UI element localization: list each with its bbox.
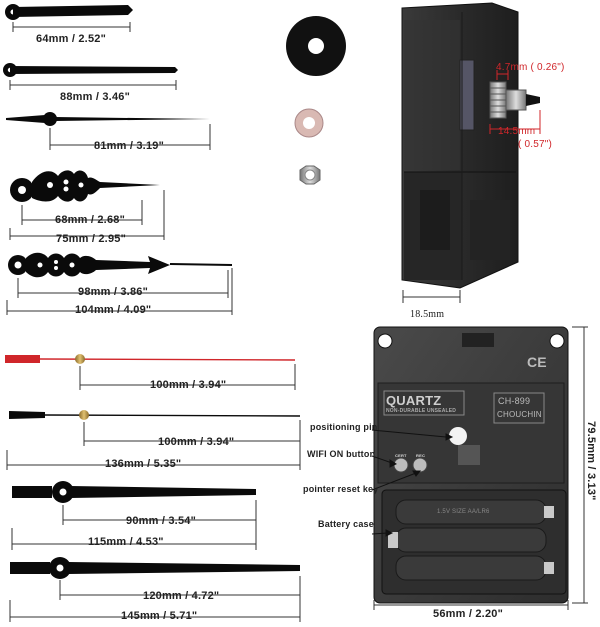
depth-dimension-line [402, 290, 461, 303]
front-width-dimension [373, 600, 569, 610]
side-dimension-lines [489, 70, 541, 134]
movement-side-view [401, 2, 540, 289]
front-width-label: 56mm / 2.20" [433, 608, 503, 620]
hand-8-measure-total: 115mm / 4.53" [88, 536, 164, 548]
front-callout-arrows [371, 429, 454, 537]
ornate-hand-5 [8, 252, 233, 278]
hand-5-measure: 98mm / 3.86" [78, 286, 148, 298]
callout-wifi-button: WIFI ON button [307, 449, 376, 459]
dimension-line-9 [9, 576, 301, 622]
brand-subtext: NON-DURABLE UNSEALED [386, 408, 457, 414]
dimension-line-6 [79, 364, 296, 390]
wifi-button-label: CERT [395, 453, 407, 458]
dimension-line-7 [6, 420, 301, 470]
hand-8-measure: 90mm / 3.54" [126, 515, 196, 527]
dimension-line-3 [49, 124, 211, 150]
battery-spec-text: 1.5V SIZE AA/LR6 [437, 509, 490, 515]
hand-7-measure: 100mm / 3.94" [158, 436, 235, 448]
maker-text: CHOUCHIN [497, 410, 542, 419]
rubber-washer [286, 16, 346, 76]
reset-button-label: REC [416, 453, 426, 458]
hand-9-measure-total: 145mm / 5.71" [121, 610, 198, 622]
front-height-label: 79.5mm / 3.13" [585, 421, 597, 501]
red-second-hand [5, 354, 296, 364]
shaft-total-label: 14.5mm [498, 126, 536, 137]
minute-hand-9 [10, 557, 300, 579]
hour-hand-1 [5, 4, 133, 20]
dimension-line-2 [9, 80, 177, 90]
dimension-line-4 [9, 190, 165, 240]
ornate-hand-4 [10, 170, 160, 202]
shaft-total-inch-label: ( 0.57") [518, 139, 553, 150]
metal-washer [294, 108, 324, 138]
hand-1-measure: 64mm / 2.52" [36, 33, 106, 45]
depth-label: 18.5mm [410, 309, 445, 320]
callout-battery-case: Battery case [318, 519, 374, 529]
model-text: CH-899 [498, 396, 531, 406]
hand-4-measure-total: 75mm / 2.95" [56, 233, 126, 245]
hand-6-measure: 100mm / 3.94" [150, 379, 227, 391]
callout-pointer-reset: pointer reset key [303, 484, 379, 494]
movement-front-view [373, 326, 569, 604]
front-height-dimension [572, 326, 588, 604]
black-second-hand [9, 410, 301, 420]
brand-text: QUARTZ [386, 393, 442, 408]
dimension-line-8 [11, 500, 257, 550]
hex-nut [299, 165, 321, 185]
hand-7-measure-total: 136mm / 5.35" [105, 458, 182, 470]
hand-3-measure: 81mm / 3.19" [94, 140, 164, 152]
minute-hand-2 [3, 63, 178, 77]
dimension-line-1 [12, 22, 131, 32]
callout-positioning-pin: positioning pin [310, 422, 378, 432]
hour-hand-8 [12, 481, 256, 503]
hand-4-measure: 68mm / 2.68" [55, 214, 125, 226]
dimension-line-5 [6, 268, 233, 315]
shaft-length-label: 4.7mm ( 0.26") [496, 62, 565, 73]
hand-5-measure-total: 104mm / 4.09" [75, 304, 152, 316]
hand-2-measure: 88mm / 3.46" [60, 91, 130, 103]
hand-9-measure: 120mm / 4.72" [143, 590, 220, 602]
minute-hand-3 [6, 112, 210, 126]
ce-mark: CE [527, 354, 547, 370]
